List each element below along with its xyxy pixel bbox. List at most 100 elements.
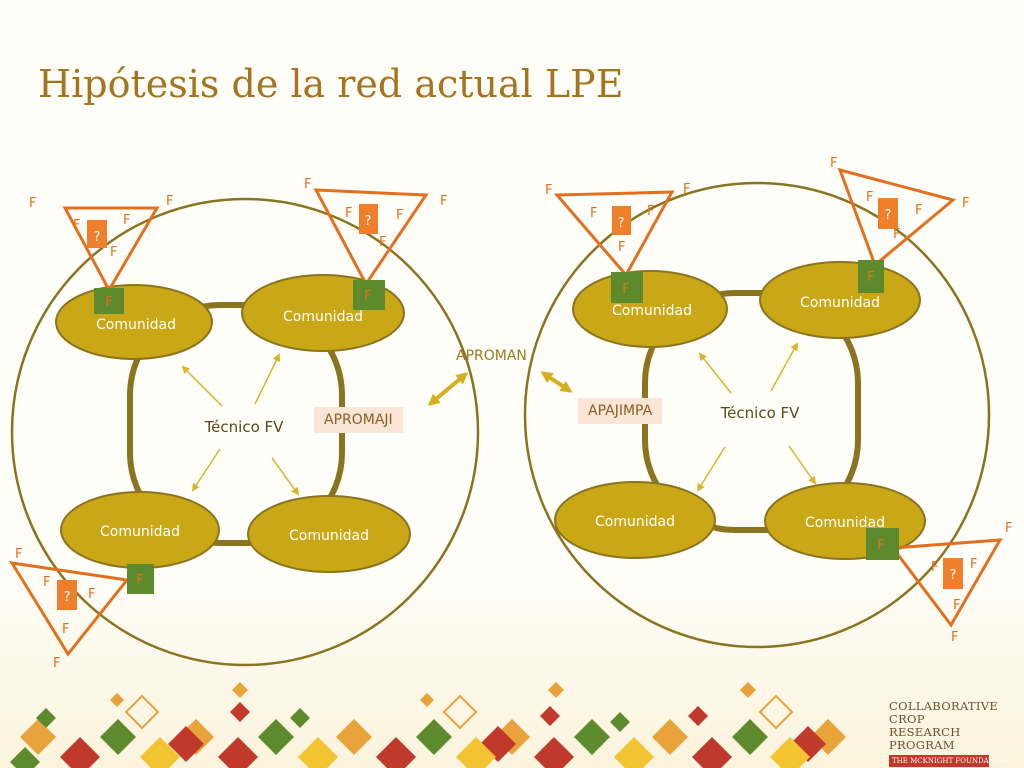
technician-label: Técnico FV [204,418,285,436]
farmer-triangle [9,561,130,657]
farmer-triangle [553,190,675,278]
question-mark: ? [885,208,892,223]
farmer-triangle [890,538,1003,628]
farmer-label: F [915,203,922,218]
farmer-label: F [877,538,884,553]
farmer-label: F [590,206,597,221]
decorative-pattern [10,682,846,768]
question-mark: ? [618,216,625,231]
apromaji-label: APROMAJI [314,407,403,433]
question-mark: ? [64,590,71,605]
farmer-label: F [53,656,60,671]
apajimpa-label: APAJIMPA [578,398,663,424]
farmer-group: F F F F F ? F [866,521,1012,645]
farmer-label: F [683,182,690,197]
farmer-box [94,288,124,314]
logo-line: COLLABORATIVE [889,699,999,713]
farmer-triangle [62,206,160,294]
community-label: Comunidad [805,515,885,531]
aproman-label: APROMAN [456,348,527,364]
ccrp-logo: COLLABORATIVE CROP RESEARCH PROGRAM THE … [889,699,1008,767]
farmer-label: F [830,156,837,171]
farmer-label: F [618,240,625,255]
farmer-label: F [379,235,386,250]
community-label: Comunidad [595,514,675,530]
farmer-label: F [545,183,552,198]
question-mark: ? [94,230,101,245]
technician-arrow [788,445,817,485]
farmer-triangle [313,188,429,287]
farmer-label: F [166,194,173,209]
farmer-label: F [931,560,938,575]
farmer-label: F [364,289,371,304]
farmer-label: F [345,206,352,221]
farmer-label: F [440,194,447,209]
slide-title: Hipótesis de la red actual LPE [38,62,624,106]
farmer-label: F [396,208,403,223]
community-node [247,495,411,573]
farmer-label: F [62,622,69,637]
farmer-label: F [970,557,977,572]
farmer-label: F [29,196,36,211]
foundation-bar: THE MCKNIGHT FOUNDATION [889,755,1008,767]
farmer-group: F F F F F ? F [545,182,690,303]
unknown-farmer-box [87,220,107,248]
technician-arrow [181,365,223,407]
unknown-farmer-box [943,558,963,589]
technician-arrow [696,446,726,492]
community-label: Comunidad [96,317,176,333]
community-label: Comunidad [612,303,692,319]
farmer-label: F [647,204,654,219]
network-boundary-circle [10,197,480,667]
farmer-label: F [893,227,900,242]
technician-arrow [698,352,732,394]
farmer-triangle [837,167,957,268]
farmer-label: F [73,218,80,233]
link-arrow [427,372,469,406]
technician-arrow [770,342,798,392]
technician-label: Técnico FV [720,404,801,422]
unknown-farmer-box [359,204,378,234]
technician-arrow [271,457,300,496]
technician-arrow [191,448,221,492]
farmer-group: F F F F F ? F [830,156,969,293]
farmer-group: F F F F F ? F [9,547,154,671]
logo-line: CROP RESEARCH [889,712,961,739]
unknown-farmer-box [612,206,631,235]
farmer-label: F [123,213,130,228]
unknown-farmer-box [878,198,898,229]
farmer-label: F [136,573,143,588]
farmer-label: F [951,630,958,645]
logo-line: PROGRAM [889,738,955,752]
farmer-label: F [866,190,873,205]
farmer-group: F F F F F ? F [304,177,447,310]
farmer-box [866,528,899,560]
farmer-label: F [110,245,117,260]
farmer-box [611,272,643,303]
farmer-box [858,260,884,293]
community-node [554,481,716,559]
farmer-label: F [867,270,874,285]
farmer-box [127,564,154,594]
farmer-box [353,280,385,310]
question-mark: ? [950,568,957,583]
community-label: Comunidad [283,309,363,325]
network-boundary-circle [523,181,991,649]
farmer-label: F [1005,521,1012,536]
network-right: Comunidad Comunidad Comunidad Comunidad … [523,156,1012,649]
farmer-group: F F F F F ? F [29,194,173,314]
farmer-label: F [622,282,629,297]
network-left: Comunidad Comunidad Comunidad Comunidad … [9,177,480,671]
question-mark: ? [365,214,372,229]
farmer-label: F [43,575,50,590]
unknown-farmer-box [57,580,77,610]
link-arrow [540,371,573,393]
farmer-label: F [304,177,311,192]
farmer-label: F [962,196,969,211]
technician-arrow [254,353,280,405]
farmer-label: F [15,547,22,562]
farmer-label: F [88,587,95,602]
community-label: Comunidad [800,295,880,311]
community-label: Comunidad [100,524,180,540]
